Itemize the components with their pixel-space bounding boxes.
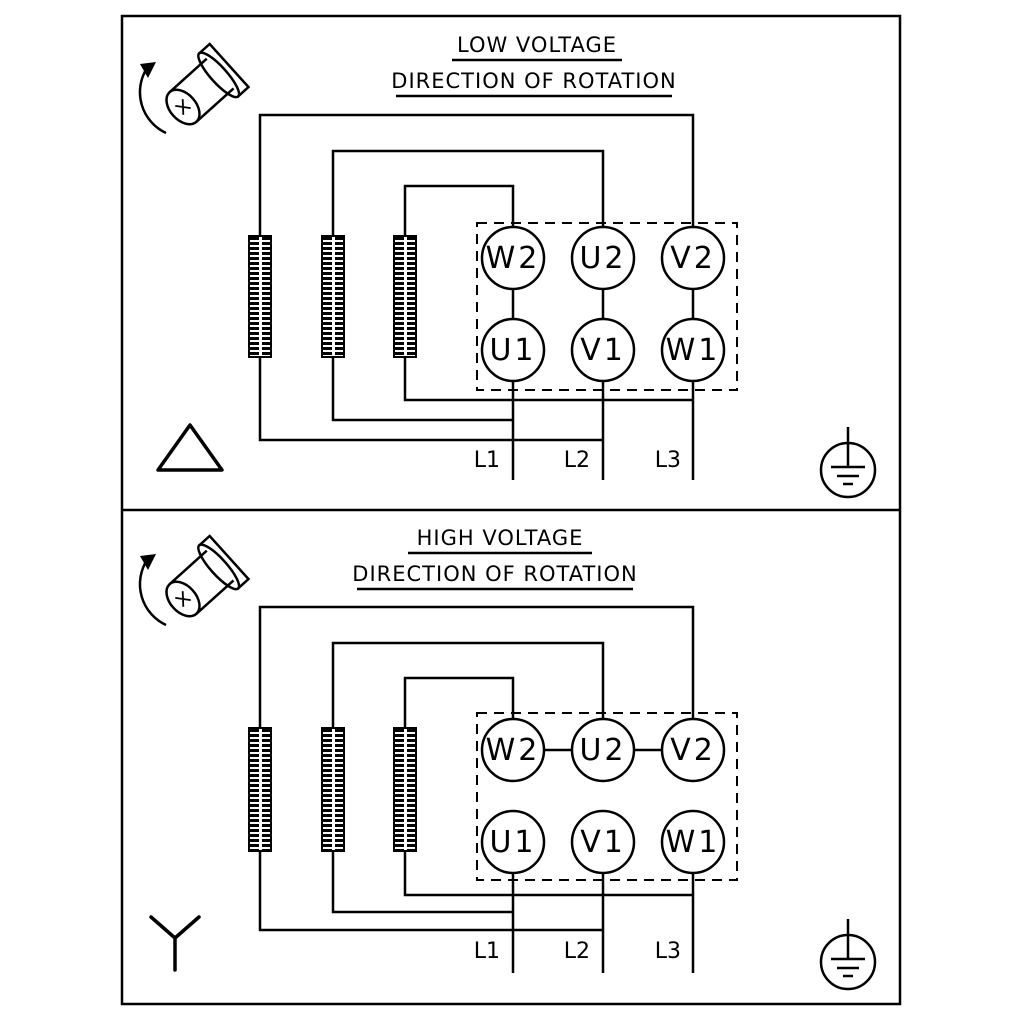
high-voltage-panel: HIGH VOLTAGE DIRECTION OF ROTATION W2 [138,526,877,991]
rotation-arrow-arc [138,67,167,135]
winding1-bottom-lead [258,850,603,932]
delta-symbol-icon [156,423,224,472]
terminal-v1-label: V1 [580,825,626,860]
terminal-w1-label: W1 [666,825,721,860]
motor-shaft-icon [152,534,250,631]
motor-shaft-icon [152,42,250,139]
terminal-u2 [570,717,636,783]
terminal-v2-label: V2 [670,733,716,768]
terminal-v1 [570,809,636,875]
winding-coil-2 [321,727,345,852]
terminal-v2-label: V2 [670,241,716,276]
winding2-bottom-lead [331,850,513,914]
terminal-v1-label: V1 [580,333,626,368]
terminal-row-bottom: U1 V1 W1 [480,809,726,875]
terminal-u2 [570,225,636,291]
terminal-w2 [480,717,546,783]
terminal-u1 [480,809,546,875]
terminal-block [476,222,738,391]
winding2-top-lead [331,149,605,240]
winding2-top-lead [331,641,605,732]
winding-coil-1 [248,235,272,358]
winding3-bottom-lead [403,850,693,897]
terminal-row-top: W2 U2 V2 [480,717,726,783]
rotation-arrow-arc [138,559,167,627]
earth-ground-icon [819,427,877,499]
winding1-top-lead [258,113,695,240]
winding1-top-lead [258,605,695,732]
star-symbol-icon [149,915,201,972]
rotation-direction-icon [138,534,250,631]
terminal-u1-label: U1 [489,825,536,860]
winding2-bottom-lead [331,356,513,422]
rotation-direction-icon [138,42,250,139]
terminal-w1 [660,809,726,875]
terminal-v2 [660,225,726,291]
terminal-w1-label: W1 [666,333,721,368]
terminal-u2-label: U2 [579,733,626,768]
delta-bridge-links [511,289,695,319]
terminal-u2-label: U2 [579,241,626,276]
terminal-v2 [660,717,726,783]
panel-subtitle: DIRECTION OF ROTATION [352,562,637,586]
supply-label-l1: L1 [474,448,500,473]
winding1-bottom-lead [258,356,603,442]
panel-title: LOW VOLTAGE [457,33,617,57]
supply-label-l1: L1 [474,939,500,964]
rotation-arrowhead-icon [140,62,156,78]
terminal-w2-label: W2 [486,241,541,276]
winding3-top-lead [403,676,515,732]
terminal-u1-label: U1 [489,333,536,368]
supply-label-l3: L3 [655,939,681,964]
terminal-w2 [480,225,546,291]
terminal-w1 [660,317,726,383]
supply-label-l2: L2 [564,448,590,473]
terminal-w2-label: W2 [486,733,541,768]
winding-coil-1 [248,727,272,852]
terminal-row-top: W2 U2 V2 [480,225,726,291]
terminal-u1 [480,317,546,383]
earth-ground-icon [819,919,877,991]
winding-coil-2 [321,235,345,358]
winding-coil-3 [393,235,417,358]
panel-title: HIGH VOLTAGE [417,526,584,550]
panel-subtitle: DIRECTION OF ROTATION [391,69,676,93]
supply-label-l2: L2 [564,939,590,964]
terminal-block [476,712,738,881]
low-voltage-panel: LOW VOLTAGE DIRECTION OF ROTATION W2 [138,33,877,499]
terminal-row-bottom: U1 V1 W1 [480,317,726,383]
terminal-v1 [570,317,636,383]
winding3-bottom-lead [403,356,693,402]
rotation-arrowhead-icon [140,554,156,570]
supply-label-l3: L3 [655,448,681,473]
winding-coil-3 [393,727,417,852]
winding3-top-lead [403,184,515,240]
